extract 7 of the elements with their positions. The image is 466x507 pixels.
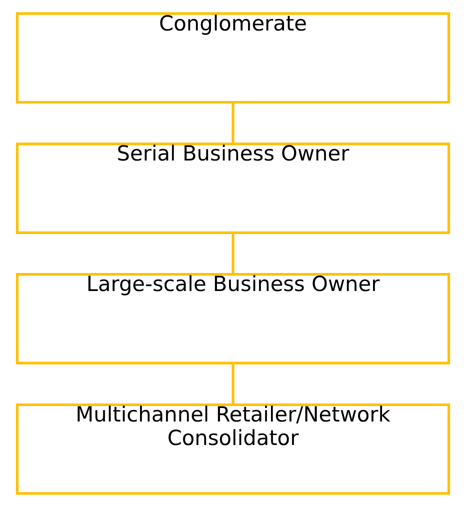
connector [232, 363, 234, 405]
node-box: Conglomerate [16, 12, 450, 104]
connector [232, 102, 234, 144]
node-box: Serial Business Owner [16, 142, 450, 234]
node-box: Multichannel Retailer/Network Consolidator [16, 403, 450, 495]
node-box: Large-scale Business Owner [16, 273, 450, 364]
connector [232, 232, 234, 274]
